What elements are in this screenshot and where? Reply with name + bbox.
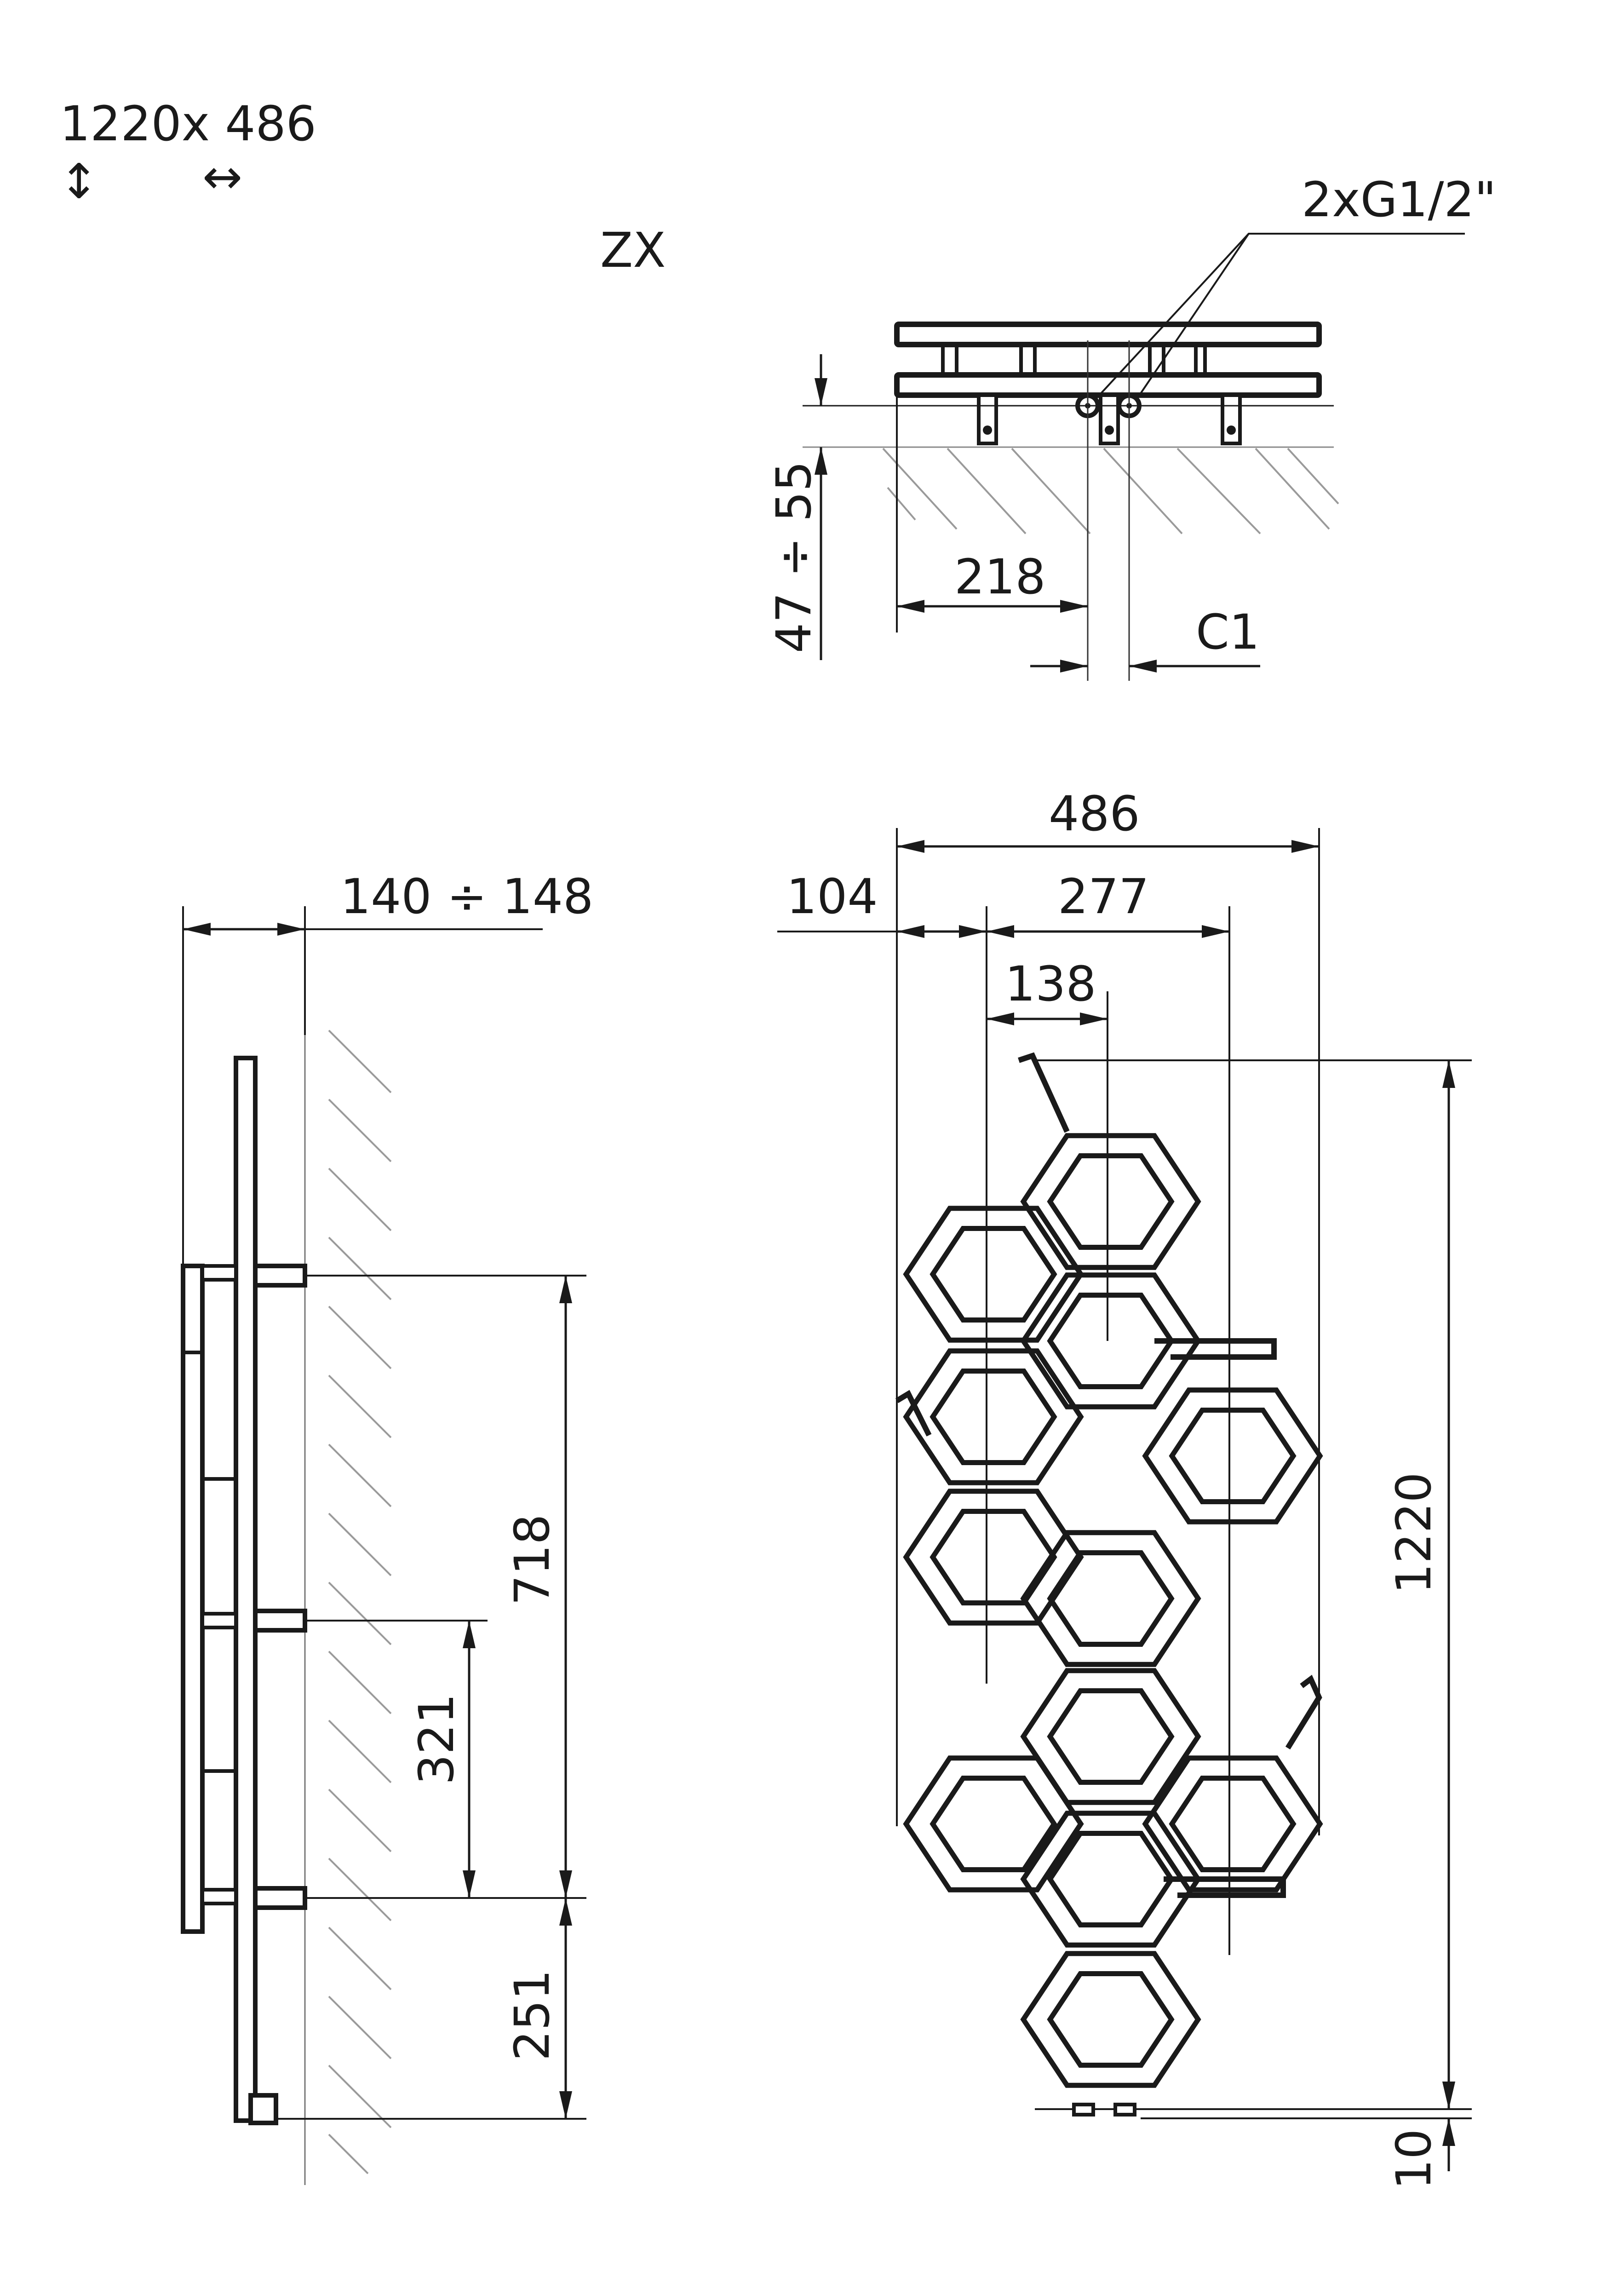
inner-width-dimension: 277 <box>987 868 1229 938</box>
wall-distance-dimension: 47 ÷ 55 <box>766 354 1334 660</box>
left-offset-label: 104 <box>786 868 878 925</box>
header: 1220x 486 ↕ ↔ ZX <box>59 96 666 278</box>
hex-cell-outer <box>903 1348 1084 1485</box>
side-view: 140 ÷ 148 718 321 251 <box>181 868 593 2185</box>
radiator-honeycomb <box>903 1133 1323 2088</box>
spacing-label: C1 <box>1196 604 1260 660</box>
hex-cell-inner <box>1169 1408 1297 1504</box>
wall-hatch-side <box>304 1029 392 2185</box>
inner-width-label: 277 <box>1058 868 1149 925</box>
hex-cell-inner <box>930 1369 1057 1465</box>
center-offset-label: 138 <box>1005 956 1096 1012</box>
hex-cell-outer <box>1020 1530 1201 1667</box>
height-dimension: 1220 <box>1386 1060 1455 2109</box>
center-offset-dimension: 138 <box>987 956 1108 1025</box>
offset-dimension: 218 <box>896 396 1088 633</box>
hex-cell-outer <box>903 1755 1084 1892</box>
hex-cell-outer <box>1142 1387 1323 1524</box>
width-arrow-icon: ↔ <box>202 149 242 205</box>
hex-cell-outer <box>1020 1951 1201 2088</box>
floor-gap-dimension: 10 <box>1386 2082 1455 2190</box>
wall-hatch-top <box>803 446 1339 535</box>
height-arrow-icon: ↕ <box>59 153 99 209</box>
bracket-gap-dimension: 321 <box>305 1620 488 1898</box>
width-label: 486 <box>1049 786 1140 842</box>
hex-cell-inner <box>930 1509 1057 1605</box>
front-view: 486 104 277 138 1220 10 <box>777 786 1472 2190</box>
depth-dimension: 140 ÷ 148 <box>182 868 593 1266</box>
radiator-side-body <box>181 1056 307 2125</box>
wall-distance-label: 47 ÷ 55 <box>766 461 822 653</box>
hex-cell-inner <box>1047 1831 1175 1927</box>
offset-label: 218 <box>954 549 1046 605</box>
radiator-stubs <box>895 1052 1322 2116</box>
hex-cell-outer <box>903 1206 1084 1343</box>
bracket-span-dimension: 718 <box>305 1275 586 1899</box>
hex-cell-inner <box>1047 1293 1175 1389</box>
top-view: 2xG1/2" 47 ÷ 55 218 C1 <box>766 172 1497 681</box>
depth-label: 140 ÷ 148 <box>340 868 593 925</box>
hex-cell-inner <box>1047 1688 1175 1785</box>
model-label: ZX <box>600 222 666 278</box>
connection-leader: 2xG1/2" <box>1094 172 1497 401</box>
size-label: 1220x 486 <box>60 96 316 152</box>
left-offset-dimension: 104 <box>777 868 987 938</box>
hex-cell-outer <box>1020 1133 1201 1270</box>
bottom-dimension: 251 <box>276 1898 586 2120</box>
hex-cell-inner <box>1047 1153 1175 1250</box>
hex-cell-inner <box>930 1776 1057 1872</box>
hex-cell-inner <box>1047 1971 1175 2068</box>
hex-cell-outer <box>1020 1668 1201 1805</box>
bracket-span-label: 718 <box>504 1514 560 1605</box>
height-label: 1220 <box>1386 1472 1442 1594</box>
hex-cell-inner <box>930 1226 1057 1323</box>
hex-cell-inner <box>1169 1776 1297 1872</box>
spacing-dimension: C1 <box>1030 604 1260 673</box>
width-dimension: 486 <box>897 786 1319 853</box>
hex-cell-outer <box>1142 1755 1323 1892</box>
hex-cell-inner <box>1047 1550 1175 1647</box>
hex-cell-outer <box>1020 1811 1201 1948</box>
bottom-label: 251 <box>504 1969 560 2061</box>
connection-label: 2xG1/2" <box>1302 172 1497 228</box>
floor-gap-label: 10 <box>1386 2129 1442 2190</box>
bracket-gap-label: 321 <box>408 1693 465 1785</box>
